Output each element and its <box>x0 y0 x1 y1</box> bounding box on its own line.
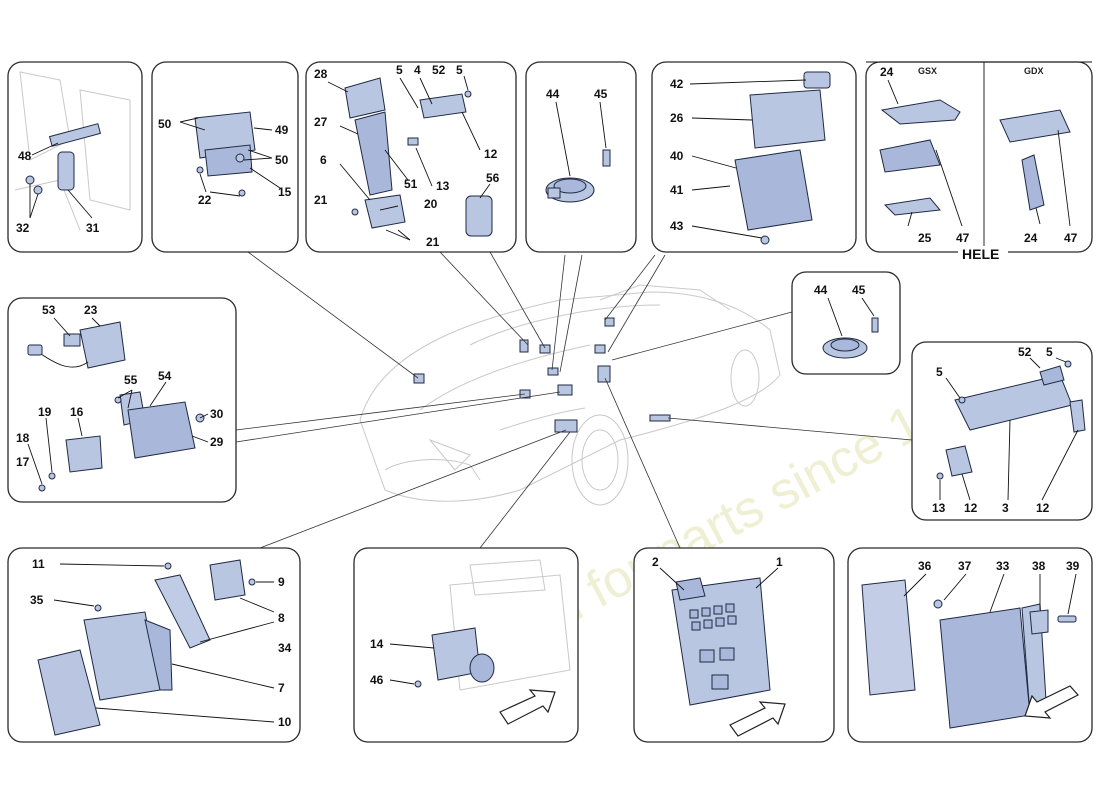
callout: 13 <box>436 179 450 193</box>
callout: 34 <box>278 641 292 655</box>
callout: 15 <box>278 185 292 199</box>
panel-5: 42 26 40 41 43 <box>651 61 857 253</box>
callout: 5 <box>936 365 943 379</box>
panel-13: 36 37 33 38 39 <box>847 547 1093 743</box>
panel-8: 44 45 <box>791 271 901 375</box>
direction-arrow <box>499 689 556 725</box>
callout: 52 <box>1018 345 1032 359</box>
callout: 50 <box>275 153 289 167</box>
callout: 36 <box>918 559 932 573</box>
callout: 54 <box>158 369 172 383</box>
callout: 23 <box>84 303 98 317</box>
callout: 49 <box>275 123 289 137</box>
callout: 13 <box>932 501 946 515</box>
callout: 51 <box>404 177 418 191</box>
callout: 18 <box>16 431 30 445</box>
callout: 45 <box>594 87 608 101</box>
panel-12: 2 1 <box>633 547 835 743</box>
direction-arrow <box>729 701 786 737</box>
panel-4: 44 45 <box>525 61 637 253</box>
callout: 3 <box>1002 501 1009 515</box>
callout: 5 <box>396 63 403 77</box>
header-gdx: GDX <box>1024 66 1044 76</box>
callout: 22 <box>198 193 212 207</box>
callout: 12 <box>964 501 978 515</box>
panel-9: 52 5 5 13 12 3 12 <box>911 341 1093 521</box>
callout: 50 <box>158 117 172 131</box>
callout: 7 <box>278 681 285 695</box>
callout: 16 <box>70 405 84 419</box>
fuse-grid <box>689 603 737 690</box>
callout: 56 <box>486 171 500 185</box>
callout: 21 <box>314 193 328 207</box>
callout: 2 <box>652 555 659 569</box>
callout: 37 <box>958 559 972 573</box>
panel-6: GSX GDX 24 25 47 24 47 HELE <box>865 61 1093 262</box>
callout: 10 <box>278 715 292 729</box>
callout: 28 <box>314 67 328 81</box>
callout: 5 <box>1046 345 1053 359</box>
callout: 41 <box>670 183 684 197</box>
callout: 12 <box>484 147 498 161</box>
callout: 42 <box>670 77 684 91</box>
callout: 24 <box>1024 231 1038 245</box>
callout: 55 <box>124 373 138 387</box>
callout: 21 <box>426 235 440 249</box>
callout: 17 <box>16 455 30 469</box>
callout: 48 <box>18 149 32 163</box>
panel-2: 50 49 50 15 22 <box>151 61 299 253</box>
callout: 26 <box>670 111 684 125</box>
callout: 24 <box>880 65 894 79</box>
callout: 20 <box>424 197 438 211</box>
panel-11: 14 46 <box>353 547 579 743</box>
direction-arrow <box>1024 685 1079 719</box>
panel-7: 53 23 55 54 19 16 18 17 30 29 <box>7 297 237 503</box>
callout: 35 <box>30 593 44 607</box>
callout: 47 <box>1064 231 1078 245</box>
callout: 29 <box>210 435 224 449</box>
callout: 52 <box>432 63 446 77</box>
callout: 1 <box>776 555 783 569</box>
callout: 44 <box>814 283 828 297</box>
panel-10: 11 9 35 8 34 7 10 <box>7 547 301 743</box>
callout: 33 <box>996 559 1010 573</box>
callout: 5 <box>456 63 463 77</box>
callout: 38 <box>1032 559 1046 573</box>
callout: 40 <box>670 149 684 163</box>
callout: 25 <box>918 231 932 245</box>
callout: 31 <box>86 221 100 235</box>
callout: 4 <box>414 63 421 77</box>
callout: 32 <box>16 221 30 235</box>
callout: 12 <box>1036 501 1050 515</box>
callout: 8 <box>278 611 285 625</box>
callout: 53 <box>42 303 56 317</box>
callout: 47 <box>956 231 970 245</box>
callout: 14 <box>370 637 384 651</box>
callout: 27 <box>314 115 328 129</box>
callout: 44 <box>546 87 560 101</box>
header-gsx: GSX <box>918 66 937 76</box>
callout: 30 <box>210 407 224 421</box>
callout: 45 <box>852 283 866 297</box>
callout: 46 <box>370 673 384 687</box>
callout: 43 <box>670 219 684 233</box>
callout: 9 <box>278 575 285 589</box>
callout: 39 <box>1066 559 1080 573</box>
callout: 11 <box>32 557 45 571</box>
callout: 6 <box>320 153 327 167</box>
panel-1: 48 32 31 <box>7 61 143 253</box>
leader-lines <box>235 251 913 549</box>
panel-3: 28 5 4 52 5 27 12 6 51 13 21 20 21 56 <box>305 61 517 253</box>
callout: 19 <box>38 405 52 419</box>
footer-hele: HELE <box>962 246 999 262</box>
